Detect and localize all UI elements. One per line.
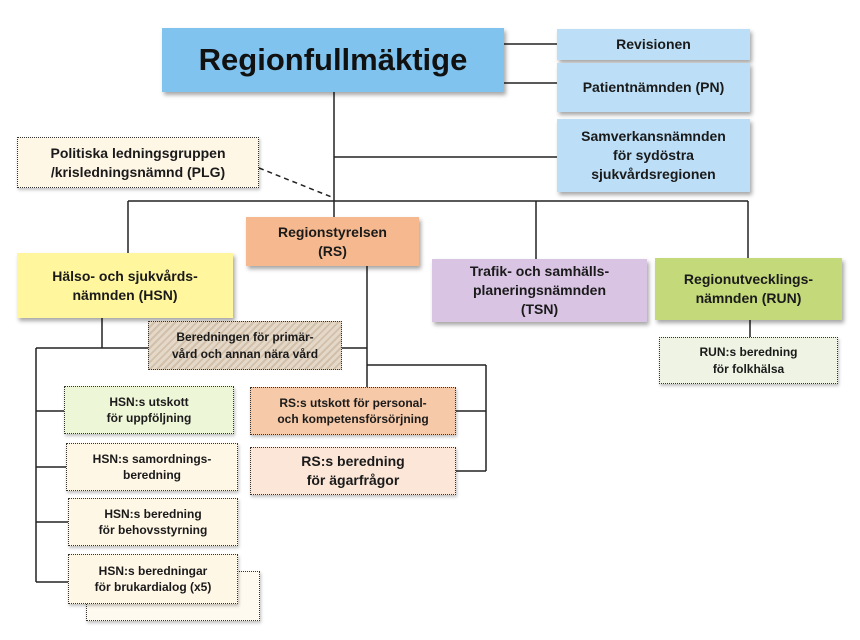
run-box: Regionutvecklings- nämnden (RUN): [655, 258, 842, 320]
run-beredning-box: RUN:s beredning för folkhälsa: [659, 337, 838, 384]
hsn-behovsstyrning-box: HSN:s beredning för behovsstyrning: [68, 498, 238, 546]
plg-box: Politiska ledningsgruppen /krisledningsn…: [17, 137, 259, 188]
beredningen-primarvard-box: Beredningen för primär- vård och annan n…: [148, 321, 342, 370]
hsn-brukardialog-box: HSN:s beredningar för brukardialog (x5): [68, 554, 238, 604]
plg-dashed-connector: [258, 167, 335, 199]
tsn-box: Trafik- och samhälls- planeringsnämnden …: [432, 259, 647, 322]
patientnamnden-box: Patientnämnden (PN): [557, 63, 750, 112]
hsn-utskott-box: HSN:s utskott för uppföljning: [64, 386, 234, 434]
samverkansnamnden-box: Samverkansnämnden för sydöstra sjukvårds…: [557, 119, 750, 192]
revisionen-box: Revisionen: [557, 29, 750, 60]
hsn-samordning-box: HSN:s samordnings- beredning: [66, 443, 238, 491]
rs-utskott-box: RS:s utskott för personal- och kompetens…: [250, 387, 456, 435]
hsn-box: Hälso- och sjukvårds- nämnden (HSN): [17, 253, 233, 318]
regionfullmaktige-box: Regionfullmäktige: [162, 28, 504, 92]
rs-beredning-box: RS:s beredning för ägarfrågor: [250, 447, 456, 495]
regionstyrelsen-box: Regionstyrelsen (RS): [246, 217, 419, 266]
